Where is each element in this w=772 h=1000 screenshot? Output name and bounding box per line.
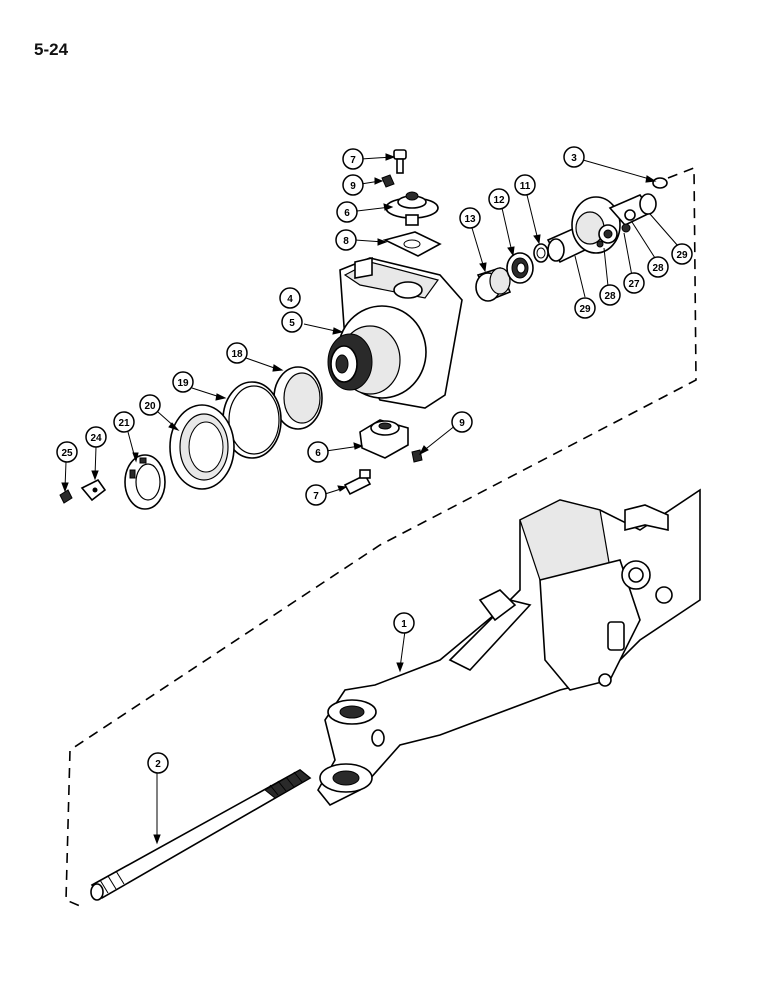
callout-label: 25: [61, 448, 73, 459]
screw-25: [59, 489, 73, 504]
dashed-boundary: [65, 166, 697, 907]
callout-12: 12: [488, 188, 510, 210]
callout-label: 11: [520, 181, 531, 192]
seal-11: [533, 243, 549, 263]
page-number: 5-24: [34, 40, 69, 59]
callout-20: 20: [139, 394, 161, 416]
axle-shaft: [90, 769, 312, 901]
callout-label: 2: [155, 759, 161, 770]
callout-9-lower: 9: [451, 411, 473, 433]
callout-29-left: 29: [574, 297, 596, 319]
callout-label: 28: [652, 263, 664, 274]
callout-8: 8: [335, 229, 357, 251]
callout-label: 3: [571, 153, 577, 164]
lower-bolt: [343, 469, 372, 496]
callout-2: 2: [147, 752, 169, 774]
callout-13: 13: [459, 207, 481, 229]
callout-label: 1: [401, 619, 407, 630]
lock-plate-24: [80, 478, 107, 502]
callout-24: 24: [85, 426, 107, 448]
callout-label: 7: [350, 155, 356, 166]
callout-5: 5: [281, 311, 303, 333]
callout-18: 18: [226, 342, 248, 364]
lower-kingpin-cap: [359, 419, 409, 459]
callout-1: 1: [393, 612, 415, 634]
callout-label: 8: [343, 236, 349, 247]
callout-label: 19: [177, 378, 189, 389]
callout-label: 12: [493, 195, 505, 206]
upper-bolt: [393, 149, 407, 174]
callout-25: 25: [56, 441, 78, 463]
callout-3: 3: [563, 146, 585, 168]
callout-label: 29: [676, 250, 688, 261]
callout-label: 21: [118, 418, 130, 429]
callouts: 7 9 6 8 4 5 18 19 20 21 24 25 6 7 9 13 1…: [56, 146, 693, 774]
callout-label: 9: [459, 418, 465, 429]
lock-nut-21: [124, 454, 166, 510]
callout-19: 19: [172, 371, 194, 393]
callout-28-left: 28: [599, 284, 621, 306]
callout-label: 4: [287, 294, 293, 305]
callout-7-upper: 7: [342, 148, 364, 170]
callout-label: 20: [144, 401, 156, 412]
snap-ring-3: [652, 177, 668, 189]
callout-label: 24: [90, 433, 102, 444]
callout-28-right: 28: [647, 256, 669, 278]
callout-label: 27: [628, 279, 640, 290]
callout-label: 5: [289, 318, 295, 329]
upper-kingpin-cap: [385, 191, 439, 226]
leader-lines: [61, 153, 679, 845]
seal-20: [169, 404, 235, 490]
callout-label: 6: [344, 208, 350, 219]
callout-9-upper: 9: [342, 174, 364, 196]
axle-housing: [317, 488, 701, 807]
upper-grease-fitting: [381, 174, 395, 188]
bearing-12: [506, 252, 534, 284]
lower-grease-fitting: [411, 449, 423, 463]
callout-7-lower: 7: [305, 484, 327, 506]
callout-label: 29: [579, 304, 591, 315]
callout-label: 9: [350, 181, 356, 192]
universal-joint: [546, 193, 657, 264]
callout-label: 28: [604, 291, 616, 302]
callout-4: 4: [279, 287, 301, 309]
bushing-13: [475, 267, 512, 302]
callout-11: 11: [514, 174, 536, 196]
callout-label: 6: [315, 448, 321, 459]
callout-29-right: 29: [671, 243, 693, 265]
callout-27: 27: [623, 272, 645, 294]
callout-label: 18: [231, 349, 243, 360]
steering-knuckle: [327, 256, 463, 409]
callout-21: 21: [113, 411, 135, 433]
callout-label: 7: [313, 491, 319, 502]
callout-6-upper: 6: [336, 201, 358, 223]
callout-6-lower: 6: [307, 441, 329, 463]
shim: [382, 231, 442, 257]
callout-label: 13: [464, 214, 476, 225]
